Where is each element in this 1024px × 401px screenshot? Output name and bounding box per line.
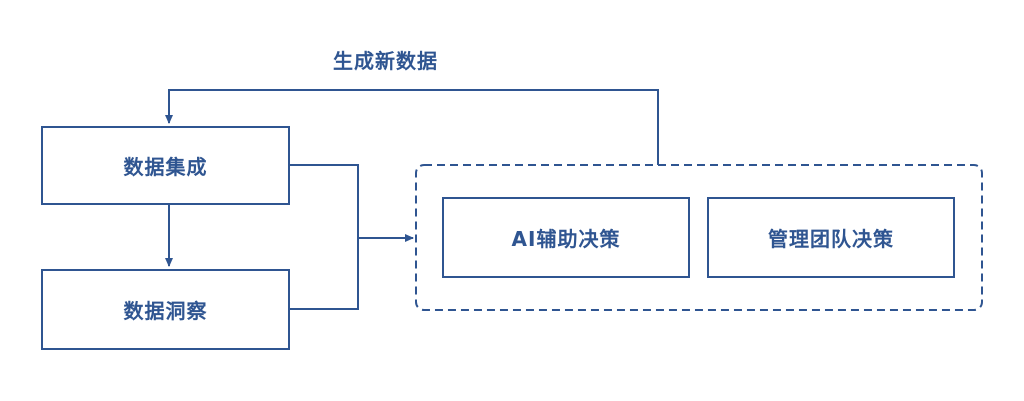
- node-label: AI辅助决策: [511, 227, 621, 251]
- node-data-insight: 数据洞察: [41, 269, 290, 350]
- insight-connector-line: [290, 238, 359, 310]
- node-data-integration: 数据集成: [41, 126, 290, 205]
- feedback-arrow: [165, 89, 659, 165]
- node-label: 数据洞察: [123, 299, 208, 323]
- decision-group-container: [415, 164, 983, 311]
- node-ai-decision: AI辅助决策: [442, 197, 690, 278]
- feedback-label: 生成新数据: [333, 49, 438, 73]
- node-label: 管理团队决策: [768, 227, 894, 251]
- node-team-decision: 管理团队决策: [707, 197, 955, 278]
- node-label: 数据集成: [123, 155, 208, 179]
- integration-connector-line: [290, 164, 359, 238]
